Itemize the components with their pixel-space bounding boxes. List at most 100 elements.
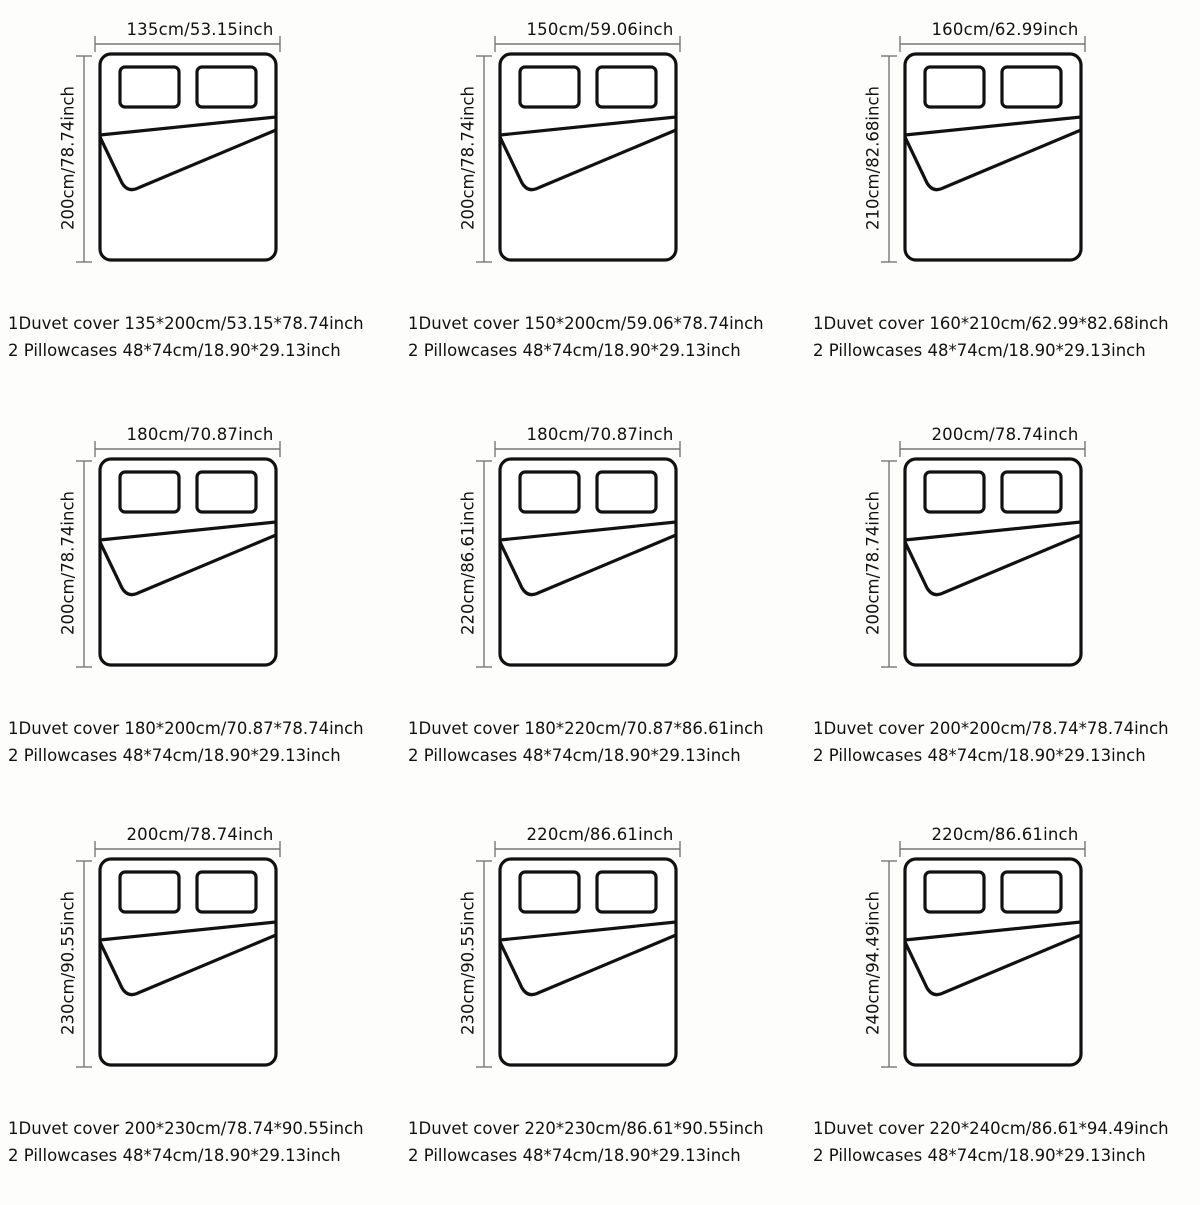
pillowcase-spec: 2 Pillowcases 48*74cm/18.90*29.13inch bbox=[408, 1146, 741, 1165]
duvet-fold bbox=[498, 920, 677, 997]
pillow-right bbox=[195, 65, 258, 109]
height-dimension-line bbox=[76, 55, 92, 263]
duvet-fold bbox=[98, 920, 277, 997]
pillow-right bbox=[1000, 65, 1063, 109]
package-contents: 1Duvet cover 150*200cm/59.06*78.74inch 2… bbox=[408, 310, 800, 364]
height-dimension-line bbox=[476, 460, 492, 668]
pillowcase-spec: 2 Pillowcases 48*74cm/18.90*29.13inch bbox=[408, 746, 741, 765]
pillow-right bbox=[595, 470, 658, 514]
bed-diagram bbox=[476, 441, 681, 668]
height-label: 200cm/78.74inch bbox=[863, 490, 883, 636]
size-option: 220cm/86.61inch 240cm/94.49inch 1Duvet c… bbox=[805, 805, 1200, 1205]
pillow-right bbox=[1000, 470, 1063, 514]
pillowcase-spec: 2 Pillowcases 48*74cm/18.90*29.13inch bbox=[408, 341, 741, 360]
duvet-fold bbox=[498, 520, 677, 597]
pillow-right bbox=[595, 870, 658, 914]
width-label: 220cm/86.61inch bbox=[931, 825, 1079, 844]
package-contents: 1Duvet cover 135*200cm/53.15*78.74inch 2… bbox=[8, 310, 400, 364]
width-label: 180cm/70.87inch bbox=[126, 425, 274, 444]
size-option: 200cm/78.74inch 230cm/90.55inch 1Duvet c… bbox=[0, 805, 400, 1205]
width-dimension-line bbox=[494, 441, 681, 457]
duvet-fold bbox=[498, 115, 677, 192]
duvet-cover-spec: 1Duvet cover 135*200cm/53.15*78.74inch bbox=[8, 314, 364, 333]
pillow-left bbox=[518, 65, 581, 109]
duvet-fold bbox=[98, 115, 277, 192]
pillow-right bbox=[595, 65, 658, 109]
width-label: 180cm/70.87inch bbox=[526, 425, 674, 444]
height-dimension-line bbox=[881, 860, 897, 1068]
pillow-left bbox=[518, 870, 581, 914]
height-dimension-line bbox=[476, 860, 492, 1068]
pillow-right bbox=[195, 870, 258, 914]
pillow-left bbox=[923, 870, 986, 914]
bed-diagram bbox=[881, 841, 1086, 1068]
height-dimension-line bbox=[76, 860, 92, 1068]
package-contents: 1Duvet cover 180*220cm/70.87*86.61inch 2… bbox=[408, 715, 800, 769]
height-label: 230cm/90.55inch bbox=[458, 890, 478, 1036]
duvet-cover-spec: 1Duvet cover 220*230cm/86.61*90.55inch bbox=[408, 1119, 764, 1138]
bed-diagram bbox=[76, 441, 281, 668]
pillow-left bbox=[923, 65, 986, 109]
bed-diagram bbox=[476, 841, 681, 1068]
size-option: 200cm/78.74inch 200cm/78.74inch 1Duvet c… bbox=[805, 405, 1200, 805]
width-label: 220cm/86.61inch bbox=[526, 825, 674, 844]
height-label: 230cm/90.55inch bbox=[58, 890, 78, 1036]
duvet-cover-spec: 1Duvet cover 160*210cm/62.99*82.68inch bbox=[813, 314, 1169, 333]
bed-diagram bbox=[881, 36, 1086, 263]
height-label: 200cm/78.74inch bbox=[58, 85, 78, 231]
pillowcase-spec: 2 Pillowcases 48*74cm/18.90*29.13inch bbox=[813, 341, 1146, 360]
width-dimension-line bbox=[94, 841, 281, 857]
pillowcase-spec: 2 Pillowcases 48*74cm/18.90*29.13inch bbox=[8, 341, 341, 360]
width-label: 200cm/78.74inch bbox=[931, 425, 1079, 444]
duvet-cover-spec: 1Duvet cover 220*240cm/86.61*94.49inch bbox=[813, 1119, 1169, 1138]
package-contents: 1Duvet cover 220*230cm/86.61*90.55inch 2… bbox=[408, 1115, 800, 1169]
duvet-fold bbox=[903, 920, 1082, 997]
height-label: 200cm/78.74inch bbox=[458, 85, 478, 231]
width-dimension-line bbox=[899, 441, 1086, 457]
pillowcase-spec: 2 Pillowcases 48*74cm/18.90*29.13inch bbox=[813, 1146, 1146, 1165]
package-contents: 1Duvet cover 180*200cm/70.87*78.74inch 2… bbox=[8, 715, 400, 769]
pillow-left bbox=[118, 470, 181, 514]
width-dimension-line bbox=[94, 441, 281, 457]
size-option: 135cm/53.15inch 200cm/78.74inch 1Duvet c… bbox=[0, 0, 400, 400]
height-dimension-line bbox=[76, 460, 92, 668]
height-dimension-line bbox=[881, 55, 897, 263]
package-contents: 1Duvet cover 160*210cm/62.99*82.68inch 2… bbox=[813, 310, 1200, 364]
bed-diagram bbox=[881, 441, 1086, 668]
pillow-left bbox=[923, 470, 986, 514]
size-option: 160cm/62.99inch 210cm/82.68inch 1Duvet c… bbox=[805, 0, 1200, 400]
height-label: 210cm/82.68inch bbox=[863, 85, 883, 231]
package-contents: 1Duvet cover 200*230cm/78.74*90.55inch 2… bbox=[8, 1115, 400, 1169]
package-contents: 1Duvet cover 220*240cm/86.61*94.49inch 2… bbox=[813, 1115, 1200, 1169]
pillowcase-spec: 2 Pillowcases 48*74cm/18.90*29.13inch bbox=[8, 746, 341, 765]
pillowcase-spec: 2 Pillowcases 48*74cm/18.90*29.13inch bbox=[8, 1146, 341, 1165]
height-label: 220cm/86.61inch bbox=[458, 490, 478, 636]
size-option: 180cm/70.87inch 200cm/78.74inch 1Duvet c… bbox=[0, 405, 400, 805]
width-label: 150cm/59.06inch bbox=[526, 20, 674, 39]
width-label: 200cm/78.74inch bbox=[126, 825, 274, 844]
size-option: 220cm/86.61inch 230cm/90.55inch 1Duvet c… bbox=[400, 805, 800, 1205]
bed-diagram bbox=[76, 841, 281, 1068]
size-option: 150cm/59.06inch 200cm/78.74inch 1Duvet c… bbox=[400, 0, 800, 400]
duvet-cover-spec: 1Duvet cover 180*220cm/70.87*86.61inch bbox=[408, 719, 764, 738]
duvet-cover-spec: 1Duvet cover 200*200cm/78.74*78.74inch bbox=[813, 719, 1169, 738]
pillowcase-spec: 2 Pillowcases 48*74cm/18.90*29.13inch bbox=[813, 746, 1146, 765]
pillow-left bbox=[518, 470, 581, 514]
height-label: 240cm/94.49inch bbox=[863, 890, 883, 1036]
duvet-cover-spec: 1Duvet cover 150*200cm/59.06*78.74inch bbox=[408, 314, 764, 333]
width-label: 160cm/62.99inch bbox=[931, 20, 1079, 39]
duvet-cover-spec: 1Duvet cover 180*200cm/70.87*78.74inch bbox=[8, 719, 364, 738]
duvet-cover-spec: 1Duvet cover 200*230cm/78.74*90.55inch bbox=[8, 1119, 364, 1138]
duvet-fold bbox=[903, 115, 1082, 192]
height-label: 200cm/78.74inch bbox=[58, 490, 78, 636]
pillow-right bbox=[195, 470, 258, 514]
size-option: 180cm/70.87inch 220cm/86.61inch 1Duvet c… bbox=[400, 405, 800, 805]
height-dimension-line bbox=[476, 55, 492, 263]
width-dimension-line bbox=[494, 841, 681, 857]
pillow-left bbox=[118, 65, 181, 109]
width-dimension-line bbox=[899, 36, 1086, 52]
duvet-fold bbox=[903, 520, 1082, 597]
bed-diagram bbox=[476, 36, 681, 263]
pillow-left bbox=[118, 870, 181, 914]
package-contents: 1Duvet cover 200*200cm/78.74*78.74inch 2… bbox=[813, 715, 1200, 769]
